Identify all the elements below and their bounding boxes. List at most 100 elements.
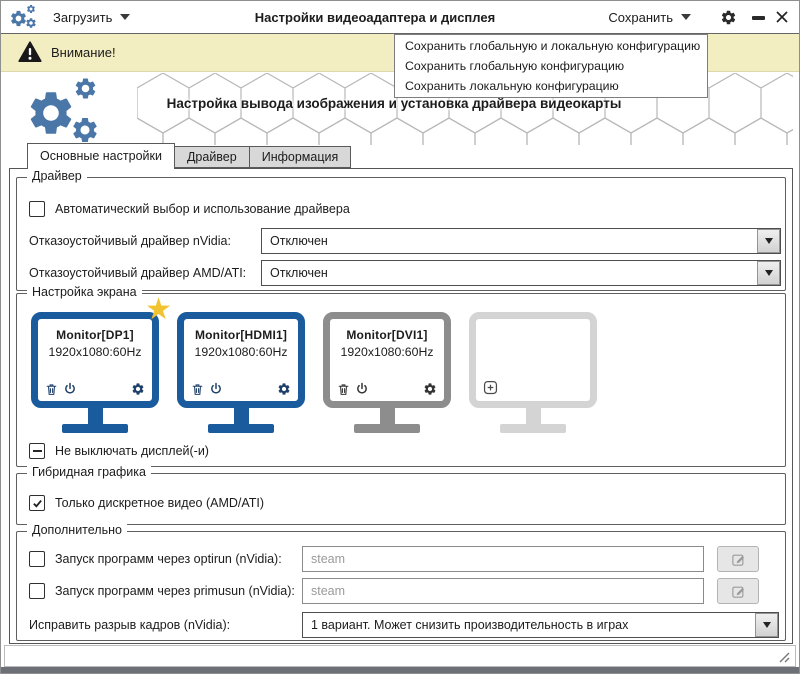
group-driver-title: Драйвер	[27, 169, 87, 183]
monitor-gear-icon[interactable]	[277, 382, 291, 396]
group-driver: Драйвер Автоматический выбор и использов…	[16, 169, 786, 291]
check-mark-icon	[32, 498, 43, 509]
monitor-mode: 1920x1080:60Hz	[194, 345, 288, 359]
monitor-base	[208, 424, 274, 433]
load-button-label: Загрузить	[53, 9, 113, 25]
group-extra-title: Дополнительно	[27, 523, 127, 537]
menu-item-save-global[interactable]: Сохранить глобальную конфигурацию	[405, 59, 625, 73]
primusun-checkbox[interactable]	[29, 583, 45, 599]
keep-displays-on-checkbox[interactable]	[29, 443, 45, 459]
chevron-down-icon	[762, 622, 771, 628]
menu-item-save-local[interactable]: Сохранить локальную конфигурацию	[405, 79, 619, 93]
monitor-stand	[525, 408, 541, 424]
keep-displays-on-label: Не выключать дисплей(-и)	[55, 444, 209, 458]
monitor-list: ★ Monitor[DP1] 1920x1080:60Hz	[31, 295, 597, 433]
discrete-only-label: Только дискретное видео (AMD/ATI)	[55, 496, 265, 510]
optirun-command-input[interactable]	[302, 546, 704, 572]
header-logo-gears-icon	[25, 76, 107, 146]
save-menu: Сохранить глобальную и локальную конфигу…	[394, 34, 708, 98]
monitor-mode: 1920x1080:60Hz	[340, 345, 434, 359]
app-logo-gears-icon	[9, 3, 41, 31]
chevron-down-icon	[764, 238, 773, 244]
monitor-screen: Monitor[HDMI1] 1920x1080:60Hz	[177, 312, 305, 408]
monitor-card-dvi1[interactable]: Monitor[DVI1] 1920x1080:60Hz	[323, 312, 451, 433]
edit-primusun-button[interactable]	[717, 578, 759, 604]
group-hybrid-title: Гибридная графика	[27, 465, 151, 479]
amd-failsafe-select[interactable]: Отключен	[261, 260, 781, 286]
save-dropdown-button[interactable]: Сохранить	[608, 1, 691, 33]
trash-icon[interactable]	[45, 383, 58, 396]
save-button-label: Сохранить	[608, 9, 673, 25]
dropdown-arrow-button[interactable]	[757, 229, 780, 253]
monitor-gear-icon[interactable]	[131, 382, 145, 396]
tearing-fix-value: 1 вариант. Может снизить производительно…	[311, 618, 629, 632]
chevron-down-icon	[120, 14, 131, 20]
monitor-stand	[233, 408, 249, 424]
nvidia-failsafe-select[interactable]: Отключен	[261, 228, 781, 254]
warning-triangle-icon	[17, 40, 43, 64]
close-button[interactable]	[775, 10, 789, 24]
trash-icon[interactable]	[191, 383, 204, 396]
monitor-card-hdmi1[interactable]: Monitor[HDMI1] 1920x1080:60Hz	[177, 312, 305, 433]
tearing-fix-select[interactable]: 1 вариант. Может снизить производительно…	[302, 612, 779, 638]
titlebar: Загрузить Настройки видеоадаптера и дисп…	[1, 1, 799, 34]
monitor-screen	[469, 312, 597, 408]
monitor-stand	[87, 408, 103, 424]
tab-main-settings[interactable]: Основные настройки	[27, 143, 175, 169]
group-hybrid: Гибридная графика Только дискретное виде…	[16, 465, 786, 525]
add-monitor-icon[interactable]	[483, 380, 498, 395]
monitor-mode: 1920x1080:60Hz	[48, 345, 142, 359]
chevron-down-icon	[681, 14, 691, 20]
settings-gear-button[interactable]	[720, 9, 737, 26]
auto-driver-label: Автоматический выбор и использование дра…	[55, 202, 350, 216]
monitor-screen: Monitor[DP1] 1920x1080:60Hz	[31, 312, 159, 408]
optirun-checkbox[interactable]	[29, 551, 45, 567]
trash-icon[interactable]	[337, 383, 350, 396]
chevron-down-icon	[764, 270, 773, 276]
primary-star-icon: ★	[145, 292, 172, 327]
primusun-command-input[interactable]	[302, 578, 704, 604]
power-icon[interactable]	[355, 382, 369, 396]
monitor-base	[354, 424, 420, 433]
group-screen-title: Настройка экрана	[27, 285, 142, 299]
pencil-icon	[731, 552, 746, 567]
discrete-only-checkbox[interactable]	[29, 495, 45, 511]
dropdown-arrow-button[interactable]	[757, 261, 780, 285]
header-subtitle: Настройка вывода изображения и установка…	[166, 96, 622, 111]
menu-item-save-global-local[interactable]: Сохранить глобальную и локальную конфигу…	[405, 39, 701, 53]
tearing-fix-label: Исправить разрыв кадров (nVidia):	[29, 618, 231, 632]
tab-driver[interactable]: Драйвер	[174, 146, 250, 168]
minimize-button[interactable]	[752, 16, 765, 20]
nvidia-failsafe-label: Отказоустойчивый драйвер nVidia:	[29, 234, 231, 248]
window-bottom-border	[1, 667, 799, 673]
edit-optirun-button[interactable]	[717, 546, 759, 572]
nvidia-failsafe-value: Отключен	[270, 234, 328, 248]
main-settings-panel: Драйвер Автоматический выбор и использов…	[9, 168, 793, 644]
optirun-label: Запуск программ через optirun (nVidia):	[55, 552, 282, 566]
monitor-base	[62, 424, 128, 433]
monitor-gear-icon[interactable]	[423, 382, 437, 396]
group-screen: Настройка экрана ★ Monitor[DP1] 1920x108…	[16, 285, 786, 467]
auto-driver-checkbox[interactable]	[29, 201, 45, 217]
monitor-card-empty[interactable]	[469, 312, 597, 433]
resize-grip[interactable]	[776, 649, 790, 663]
monitor-name: Monitor[DVI1]	[346, 328, 428, 342]
power-icon[interactable]	[209, 382, 223, 396]
monitor-base	[500, 424, 566, 433]
group-extra: Дополнительно Запуск программ через opti…	[16, 523, 786, 641]
monitor-name: Monitor[HDMI1]	[194, 328, 288, 342]
dropdown-arrow-button[interactable]	[755, 613, 778, 637]
monitor-card-dp1[interactable]: ★ Monitor[DP1] 1920x1080:60Hz	[31, 295, 172, 433]
load-dropdown-button[interactable]: Загрузить	[53, 1, 131, 33]
tab-information[interactable]: Информация	[249, 146, 352, 168]
pencil-icon	[731, 584, 746, 599]
monitor-name: Monitor[DP1]	[56, 328, 134, 342]
monitor-screen: Monitor[DVI1] 1920x1080:60Hz	[323, 312, 451, 408]
monitor-stand	[379, 408, 395, 424]
power-icon[interactable]	[63, 382, 77, 396]
indeterminate-mark	[32, 449, 42, 453]
status-bar	[4, 645, 796, 667]
amd-failsafe-label: Отказоустойчивый драйвер AMD/ATI:	[29, 266, 247, 280]
tab-bar: Основные настройки Драйвер Информация	[27, 143, 352, 169]
